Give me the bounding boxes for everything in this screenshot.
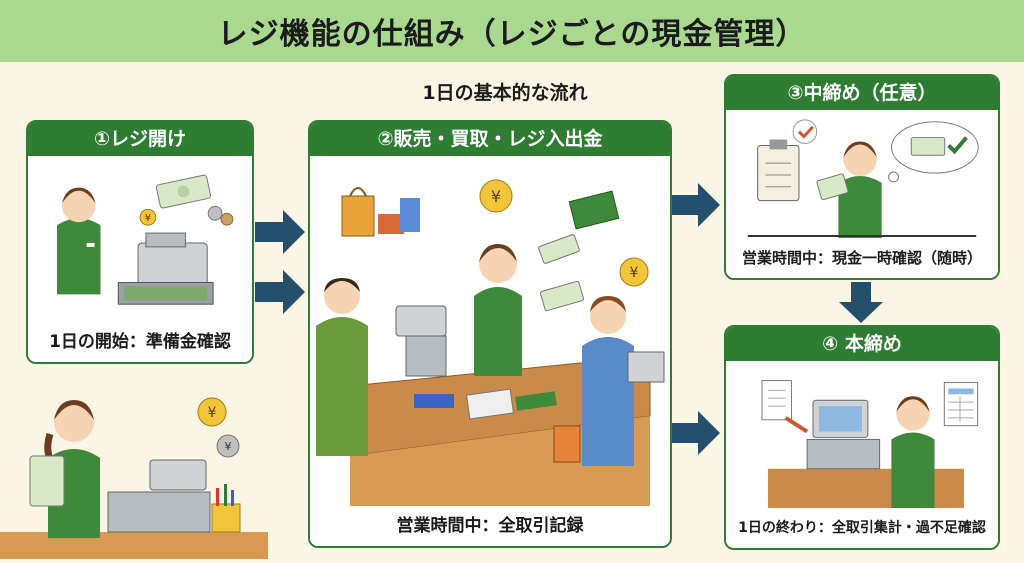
flow-arrow-right-icon [672,411,720,455]
banknote-icon [155,174,212,209]
banknote-icon [816,173,849,201]
step-card-interim-close: ③中締め（任意） [724,74,1000,280]
page-title: レジ機能の仕組み（レジごとの現金管理） [217,17,807,52]
clerk-with-register-scene: ¥ ¥ [0,372,268,559]
flow-arrow-right-icon [255,270,305,314]
cash-register-icon [117,232,214,305]
cash-register-icon [395,305,447,377]
step-caption: 営業時間中：全取引記録 [310,506,670,546]
spreadsheet-icon [943,382,979,427]
step-caption: 1日の終わり：全取引集計・過不足確認 [726,508,998,548]
interim-check-illustration [726,110,998,238]
svg-text:¥: ¥ [491,187,501,206]
step-caption: 1日の開始：準備金確認 [28,322,252,362]
book-icon [568,190,620,230]
checkmark-icon [792,119,818,144]
customer-figure [316,278,368,456]
step-header: ③中締め（任意） [726,76,998,110]
step-caption: 営業時間中：現金一時確認（随時） [726,238,998,278]
banknote-icon [538,234,580,264]
thought-bubble [888,121,979,183]
clerk-figure [474,244,522,376]
step-header: ④ 本締め [726,327,998,361]
svg-text:¥: ¥ [208,405,217,421]
sales-counter-illustration: ¥ ¥ [310,156,670,506]
clipboard-icon [757,139,800,202]
step-card-sales: ②販売・買取・レジ入出金 ¥ ¥ [308,120,672,548]
step-header: ①レジ開け [28,122,252,156]
flow-arrow-right-icon [672,183,720,227]
yen-coin-icon: ¥ [139,208,157,226]
flow-arrow-right-icon [255,210,305,254]
svg-text:¥: ¥ [630,265,639,281]
step-card-final-close: ④ 本締め [724,325,1000,550]
step-card-open-register: ①レジ開け ¥ [26,120,254,364]
yen-coin-icon: ¥ [216,434,240,458]
customer-figure [553,296,634,466]
banknote-icon [539,280,585,312]
shopping-bag-icon [341,187,375,237]
register-opening-illustration: ¥ [28,156,252,322]
final-close-illustration [726,361,998,508]
clerk-figure [838,141,882,238]
cash-register-icon [806,399,881,470]
yen-coin-icon: ¥ [479,179,513,213]
checkmark-icon [947,136,968,155]
clerk-figure [57,187,101,295]
document-icon [761,380,809,434]
svg-text:¥: ¥ [145,213,151,224]
flow-arrow-down-icon [839,282,883,323]
clerk-figure [891,396,935,508]
step-header: ②販売・買取・レジ入出金 [310,122,670,156]
flow-label: 1日の基本的な流れ [422,82,588,104]
yen-coin-icon: ¥ [619,257,649,287]
banknote-icon [29,455,65,507]
svg-text:¥: ¥ [225,440,232,453]
pen-cup-icon [211,484,241,533]
cash-register-icon [107,459,211,533]
title-bar: レジ機能の仕組み（レジごとの現金管理） [0,0,1024,62]
yen-coin-icon: ¥ [197,397,227,427]
